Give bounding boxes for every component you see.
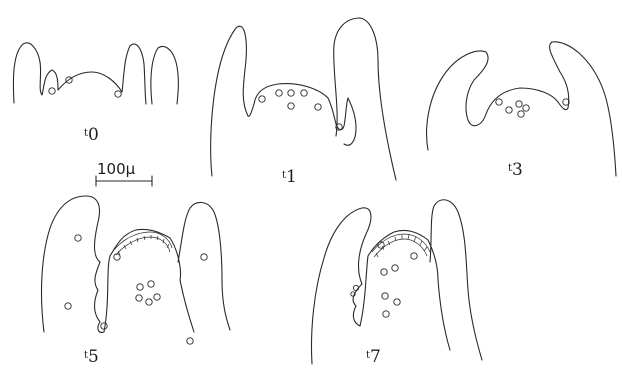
panel-t1-label: t1 xyxy=(282,167,297,187)
panel-t1-cells xyxy=(259,90,342,130)
panel-t5-outline xyxy=(42,196,230,332)
scale-bar: 100μ xyxy=(96,160,152,186)
panel-t5: t5 xyxy=(42,196,230,367)
panel-t7-label-sub: 7 xyxy=(370,347,381,367)
panel-t5-cells xyxy=(65,235,207,344)
panel-t0-outline xyxy=(13,43,178,104)
panel-t3-label: t3 xyxy=(508,160,523,180)
panel-t5-label: t5 xyxy=(84,347,99,367)
panel-t1-outline xyxy=(211,18,396,180)
panel-t3-label-sub: 3 xyxy=(512,160,523,180)
scale-bar-label: 100μ xyxy=(97,160,136,178)
panel-t7-outline xyxy=(312,200,483,364)
panel-t3: t3 xyxy=(427,42,616,180)
panel-t5-label-sub: 5 xyxy=(88,347,99,367)
panel-t7: t7 xyxy=(312,200,483,367)
panel-t0: t0 xyxy=(13,43,178,145)
panel-t1-label-sub: 1 xyxy=(286,167,297,187)
panel-t3-outline xyxy=(427,42,616,176)
panel-t0-label-sub: 0 xyxy=(88,125,99,145)
panel-t0-cells xyxy=(49,77,121,97)
panel-t7-label: t7 xyxy=(366,347,381,367)
panel-t0-label: t0 xyxy=(84,125,99,145)
panel-t1: t1 xyxy=(211,18,396,187)
panel-t7-tunica-layer xyxy=(372,234,430,257)
panel-t5-tunica-layer xyxy=(114,232,172,255)
